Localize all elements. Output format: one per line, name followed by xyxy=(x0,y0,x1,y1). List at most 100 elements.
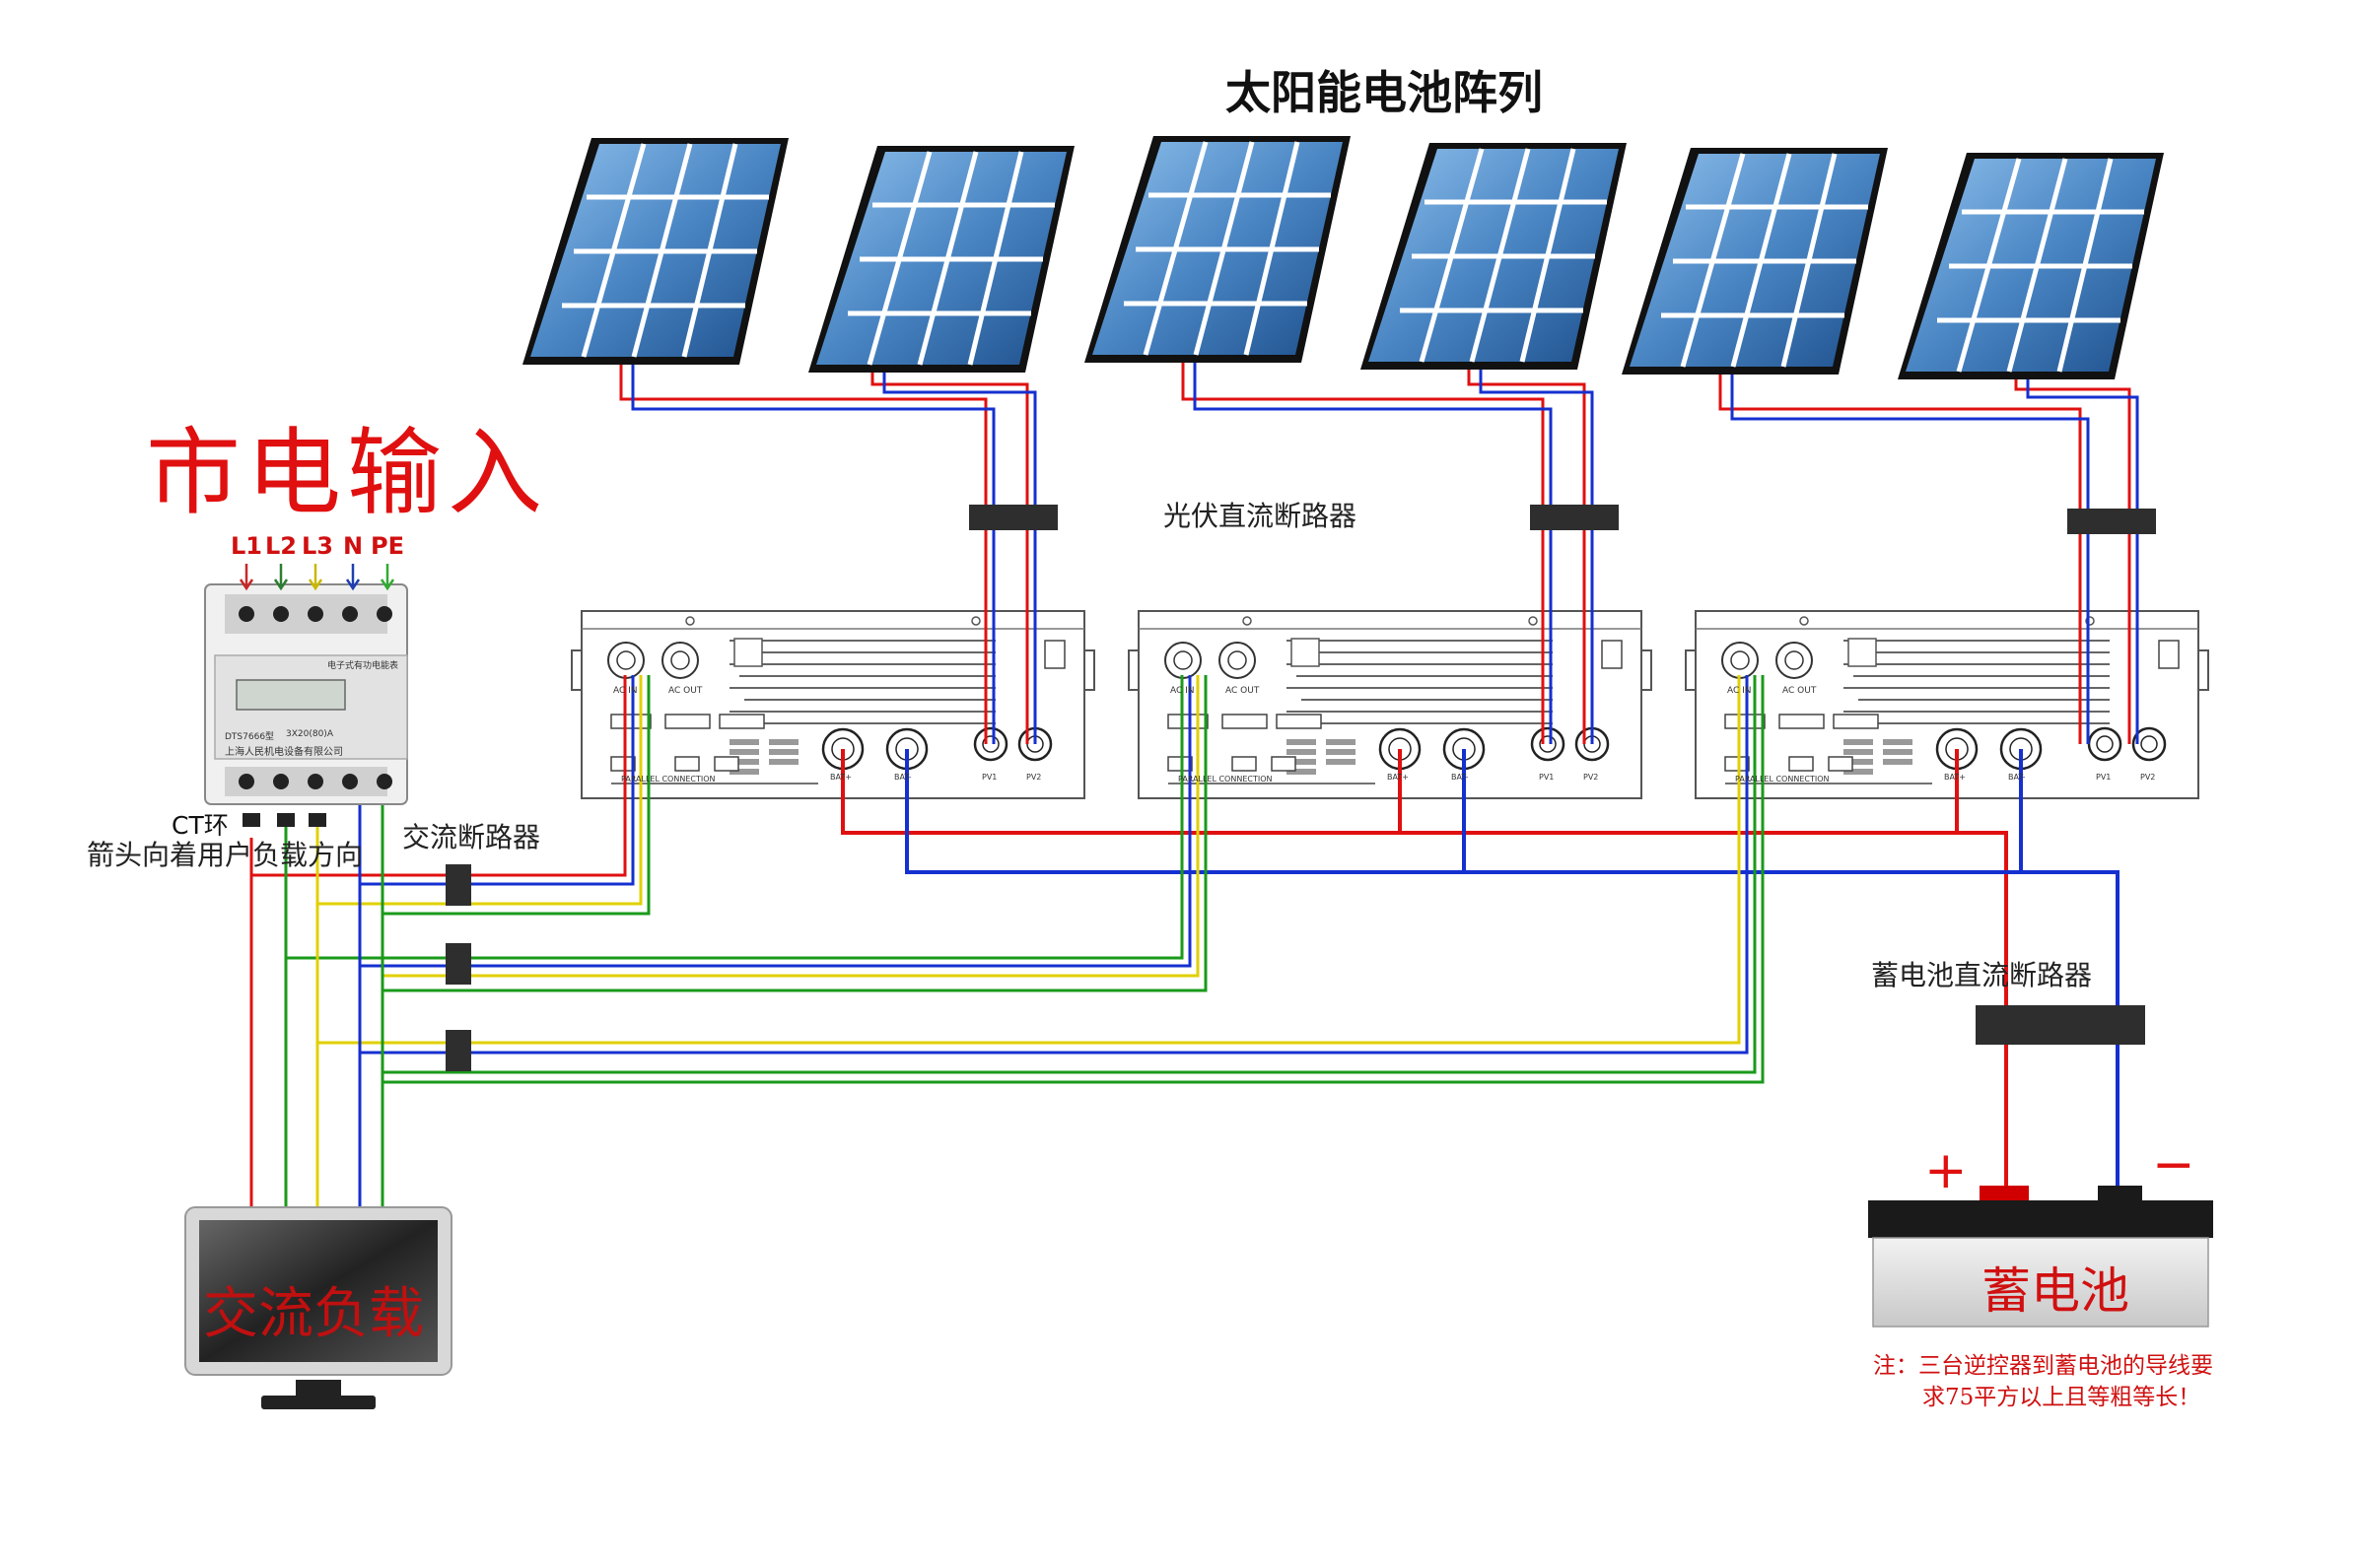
battery-minus-label: − xyxy=(2152,1135,2195,1194)
bat-minus-label: BAT- xyxy=(2008,773,2026,782)
battery-dc-breaker[interactable] xyxy=(1976,1005,2145,1045)
meter-panel-title: 电子式有功电能表 xyxy=(327,661,399,671)
pv-negative-wire xyxy=(2026,379,2139,744)
energy-meter xyxy=(204,583,408,805)
pv-positive-wire xyxy=(870,373,1029,744)
pv-dc-breaker[interactable] xyxy=(2067,509,2156,534)
pv-negative-wire xyxy=(1479,370,1594,744)
terminal-label-n: N xyxy=(343,532,364,560)
inverter-units xyxy=(570,609,2210,800)
terminal-label-l3: L3 xyxy=(302,532,333,560)
pv1-label: PV1 xyxy=(2096,773,2112,782)
ac-in-label: AC IN xyxy=(1727,686,1752,696)
pv-positive-wire xyxy=(1718,375,2082,744)
ct-direction-note: 箭头向着用户负载方向 xyxy=(87,839,364,871)
meter-terminal xyxy=(377,774,392,789)
pv-positive-wire xyxy=(1181,363,1545,744)
ac-out-label: AC OUT xyxy=(1225,686,1260,696)
solar-array xyxy=(522,136,2164,379)
ac-breaker[interactable] xyxy=(446,943,471,985)
grid-input-label: 市电输入 xyxy=(146,418,548,528)
pv-dc-breaker-label: 光伏直流断路器 xyxy=(1163,500,1357,532)
bat-minus-label: BAT- xyxy=(894,773,912,782)
ac-in-label: AC IN xyxy=(613,686,638,696)
meter-manufacturer: 上海人民机电设备有限公司 xyxy=(225,747,343,758)
terminal-label-l2: L2 xyxy=(265,532,297,560)
battery-label: 蓄电池 xyxy=(1981,1262,2129,1320)
meter-terminal xyxy=(273,774,289,789)
pv-negative-wire xyxy=(882,373,1037,744)
bat-minus-label: BAT- xyxy=(1451,773,1469,782)
ac-line-l3 xyxy=(382,675,1200,978)
ct-rings xyxy=(243,813,326,827)
meter-model: DTS7666型 xyxy=(225,732,275,742)
pv2-label: PV2 xyxy=(1026,773,1042,782)
parallel-connection-label: PARALLEL CONNECTION xyxy=(1178,775,1273,784)
battery-plus-label: + xyxy=(1924,1141,1968,1200)
monitor-screen xyxy=(199,1220,438,1362)
ac-load-label: 交流负载 xyxy=(203,1282,424,1346)
battery-dc-breaker-label: 蓄电池直流断路器 xyxy=(1871,959,2093,991)
pv-dc-breaker[interactable] xyxy=(1530,505,1619,530)
solar-panel xyxy=(522,138,789,365)
breakers xyxy=(446,505,2156,1071)
ac-line-l3 xyxy=(317,675,1741,1045)
battery-positive-terminal xyxy=(1980,1186,2029,1201)
solar-panel xyxy=(808,146,1075,373)
meter-lcd xyxy=(236,679,346,711)
meter-terminal xyxy=(377,606,392,622)
terminal-label-l1: L1 xyxy=(231,532,262,560)
solar-panel xyxy=(1898,153,2164,379)
solar-panel xyxy=(1084,136,1351,363)
ac-breaker[interactable] xyxy=(446,864,471,906)
ac-line-n xyxy=(360,675,1192,968)
arrow-down-icon xyxy=(345,564,361,591)
ac-line-pe xyxy=(382,675,1757,1074)
pv2-label: PV2 xyxy=(2140,773,2156,782)
ac-load-monitor xyxy=(184,1206,452,1409)
ct-ring xyxy=(309,813,326,827)
pv2-label: PV2 xyxy=(1583,773,1599,782)
ac-out-label: AC OUT xyxy=(1782,686,1817,696)
bat-plus-label: BAT+ xyxy=(830,773,852,782)
arrow-down-icon xyxy=(239,564,254,591)
pv-negative-wire xyxy=(1193,363,1553,744)
battery-negative-terminal xyxy=(2098,1186,2142,1201)
ac-breaker-label: 交流断路器 xyxy=(402,821,541,853)
wiring-note-line1: 注：三台逆控器到蓄电池的导线要 xyxy=(1873,1353,2213,1379)
pv-positive-wire xyxy=(2014,379,2131,744)
diagram-title: 太阳能电池阵列 xyxy=(1225,66,1543,119)
ac-wiring xyxy=(249,675,1765,1212)
meter-terminal xyxy=(239,774,254,789)
pv-wiring xyxy=(619,363,2139,744)
meter-rating: 3X20(80)A xyxy=(286,729,333,739)
ac-line-pe xyxy=(382,675,1765,1084)
terminal-label-pe: PE xyxy=(371,532,404,560)
terminal-arrows xyxy=(239,564,395,591)
ac-line-pe xyxy=(382,675,1208,992)
ac-out-label: AC OUT xyxy=(668,686,703,696)
monitor-stand xyxy=(296,1380,341,1396)
ct-ring xyxy=(243,813,260,827)
meter-terminal xyxy=(342,606,358,622)
monitor-base xyxy=(261,1396,376,1409)
ct-ring xyxy=(277,813,295,827)
battery-positive-bus xyxy=(841,749,2008,1197)
ac-in-label: AC IN xyxy=(1170,686,1195,696)
pv-positive-wire xyxy=(1467,370,1586,744)
pv-negative-wire xyxy=(631,365,996,744)
pv1-label: PV1 xyxy=(1539,773,1555,782)
pv-negative-wire xyxy=(1730,375,2090,744)
meter-terminal xyxy=(308,606,323,622)
meter-terminal xyxy=(273,606,289,622)
meter-terminal xyxy=(342,774,358,789)
solar-panel xyxy=(1622,148,1888,375)
meter-terminal xyxy=(239,606,254,622)
arrow-down-icon xyxy=(273,564,289,591)
wiring-note-line2: 求75平方以上且等粗等长！ xyxy=(1922,1385,2201,1410)
parallel-connection-label: PARALLEL CONNECTION xyxy=(621,775,716,784)
ac-breaker[interactable] xyxy=(446,1030,471,1071)
bat-plus-label: BAT+ xyxy=(1387,773,1409,782)
pv-dc-breaker[interactable] xyxy=(969,505,1058,530)
ct-label: CT环 xyxy=(172,811,229,840)
